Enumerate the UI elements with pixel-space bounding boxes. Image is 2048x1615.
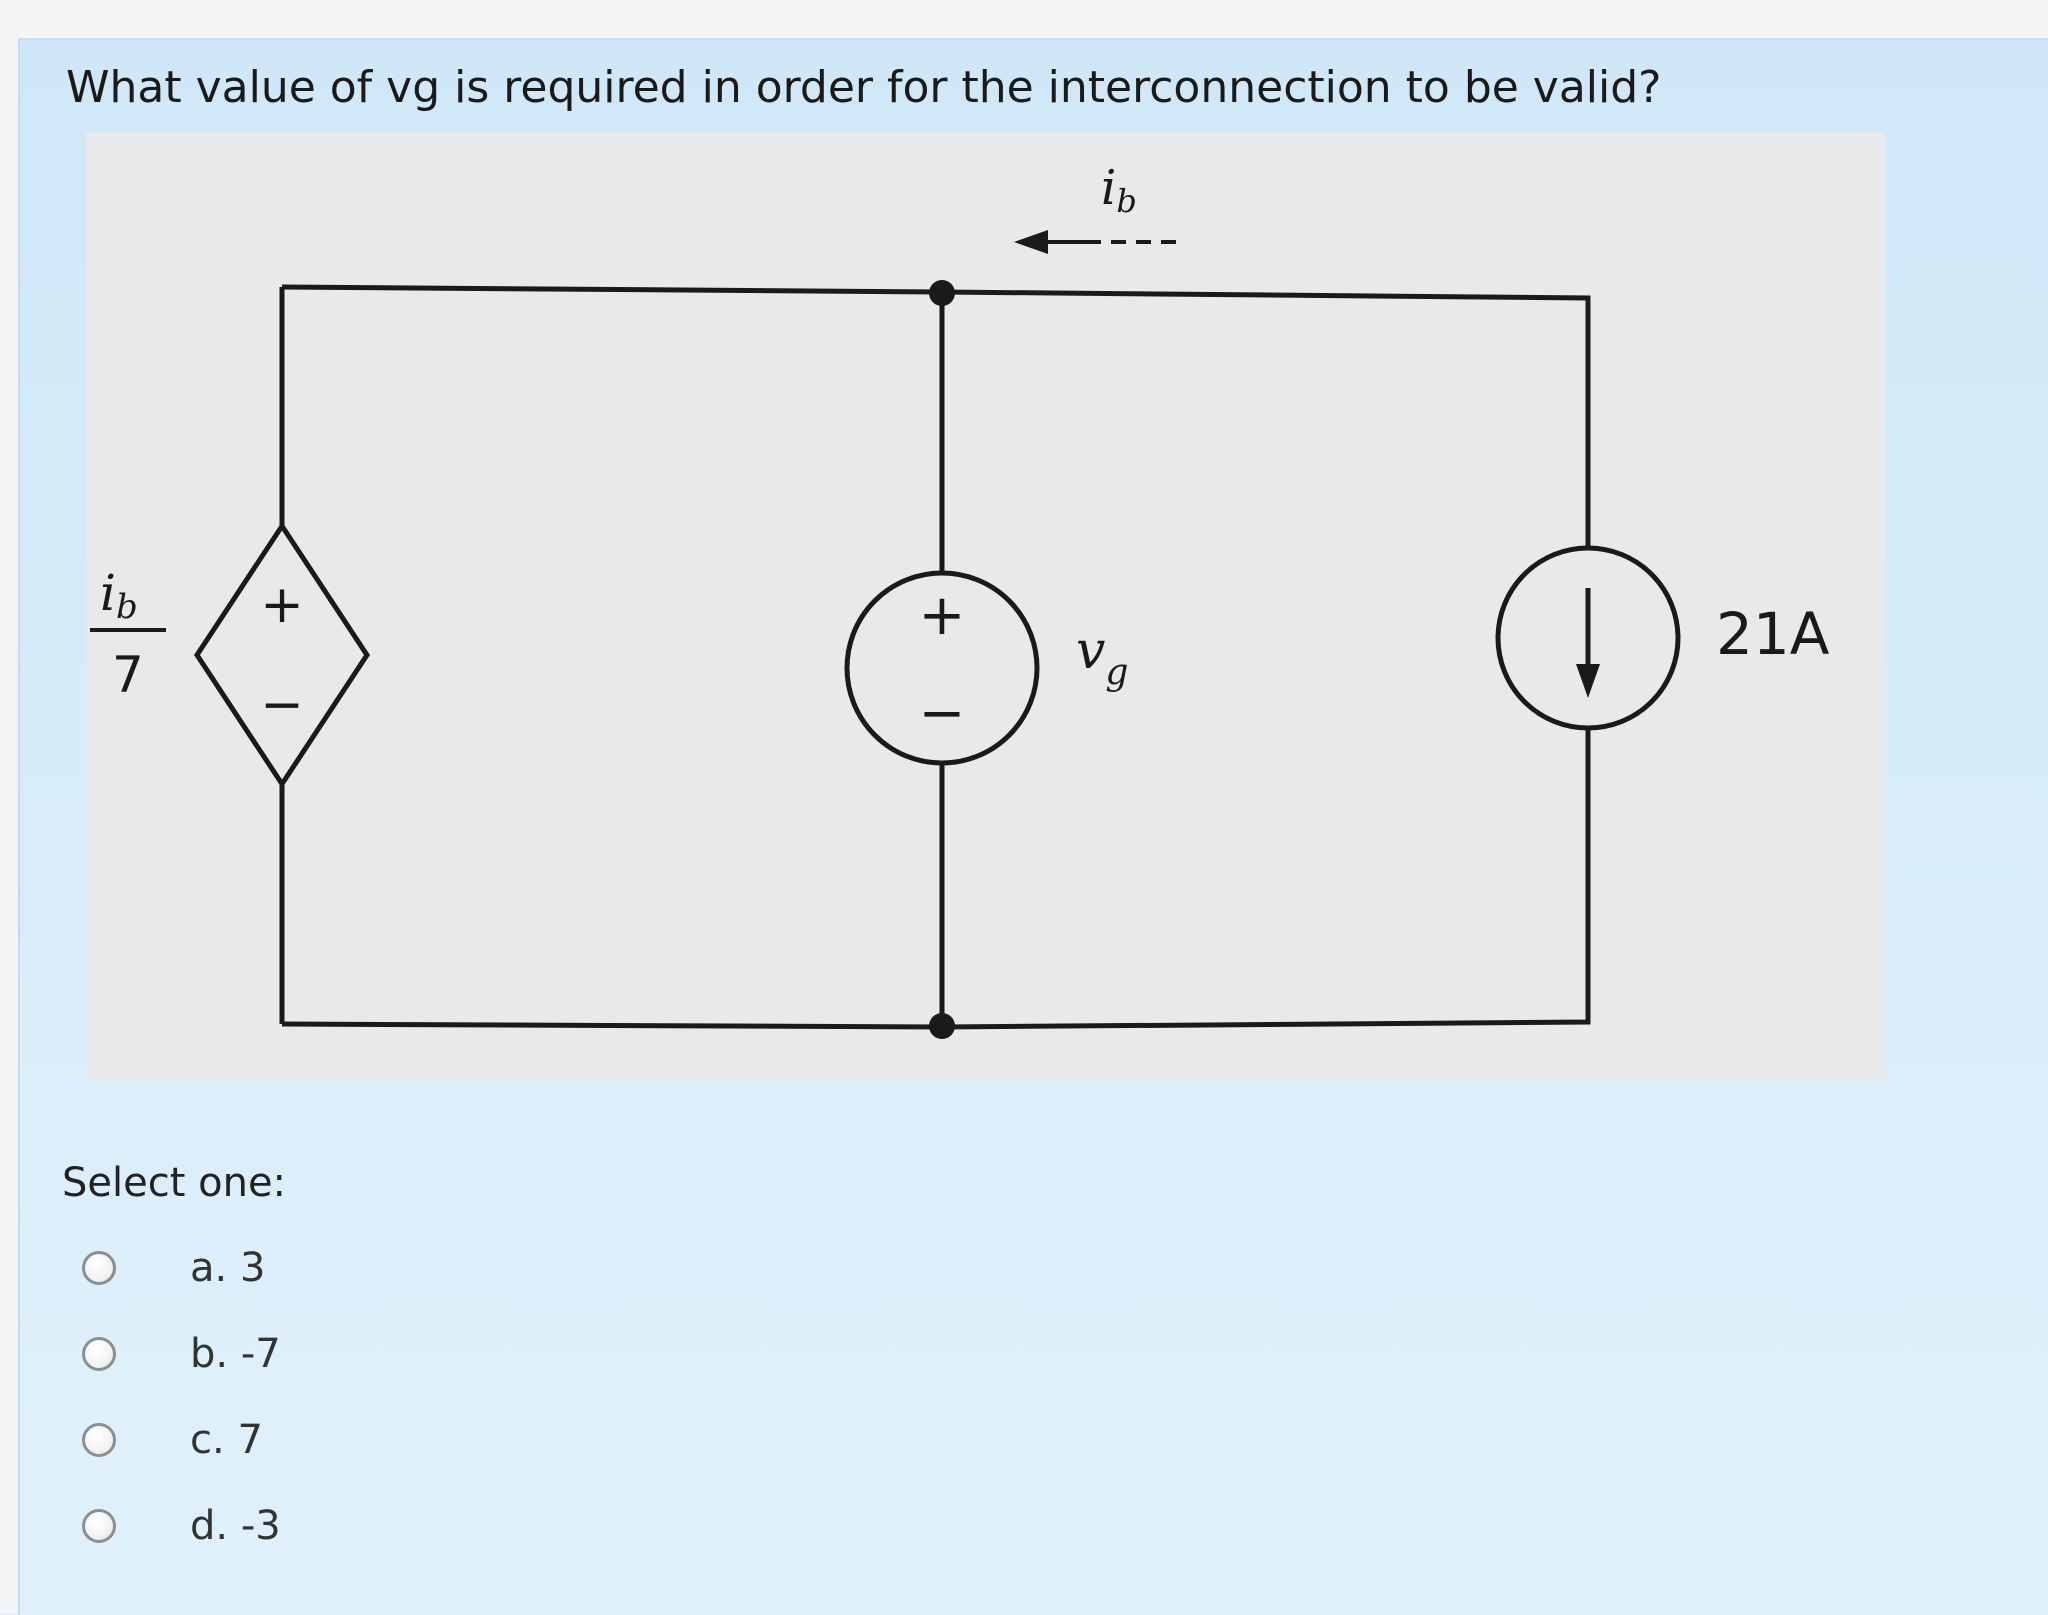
voltage-source-minus: − bbox=[919, 681, 966, 746]
option-a-label: a. 3 bbox=[190, 1245, 266, 1291]
dependent-source-denominator: 7 bbox=[112, 646, 144, 704]
dependent-source-expression: ib 7 bbox=[90, 564, 166, 704]
select-one-label: Select one: bbox=[62, 1160, 287, 1206]
current-source-21a bbox=[1495, 545, 1681, 731]
circuit-wires bbox=[279, 284, 1591, 1030]
radio-option-c[interactable] bbox=[82, 1423, 116, 1457]
answer-options: a. 3 b. -7 c. 7 d. -3 bbox=[82, 1225, 281, 1569]
top-current-arrow bbox=[1014, 230, 1176, 254]
voltage-source-label: vg bbox=[1076, 621, 1128, 693]
option-d-label: d. -3 bbox=[190, 1503, 281, 1549]
radio-option-a[interactable] bbox=[82, 1251, 116, 1285]
current-source-label: 21A bbox=[1716, 600, 1830, 668]
radio-option-d[interactable] bbox=[82, 1509, 116, 1543]
dependent-voltage-source: + − bbox=[194, 521, 370, 789]
voltage-source-plus: + bbox=[919, 583, 966, 648]
circuit-diagram: ib + − ib 7 + − vg bbox=[90, 160, 1830, 1039]
current-source-arrow-head bbox=[1576, 664, 1600, 698]
voltage-source-vg: + − bbox=[844, 570, 1040, 766]
option-d[interactable]: d. -3 bbox=[82, 1483, 281, 1569]
option-b[interactable]: b. -7 bbox=[82, 1311, 281, 1397]
circuit-figure: ib + − ib 7 + − vg bbox=[86, 132, 1886, 1080]
question-text: What value of vg is required in order fo… bbox=[66, 62, 1662, 113]
bottom-node bbox=[929, 1013, 955, 1039]
option-a[interactable]: a. 3 bbox=[82, 1225, 281, 1311]
top-node bbox=[929, 280, 955, 306]
radio-option-b[interactable] bbox=[82, 1337, 116, 1371]
option-c-label: c. 7 bbox=[190, 1417, 263, 1463]
bottom-wire bbox=[281, 728, 1591, 1030]
option-b-label: b. -7 bbox=[190, 1331, 281, 1377]
dependent-source-plus: + bbox=[260, 575, 304, 635]
dependent-source-minus: − bbox=[260, 675, 304, 735]
dependent-source-numerator: ib bbox=[100, 564, 138, 627]
option-c[interactable]: c. 7 bbox=[82, 1397, 281, 1483]
top-current-label: ib bbox=[1101, 160, 1137, 220]
top-wire bbox=[281, 284, 1591, 549]
